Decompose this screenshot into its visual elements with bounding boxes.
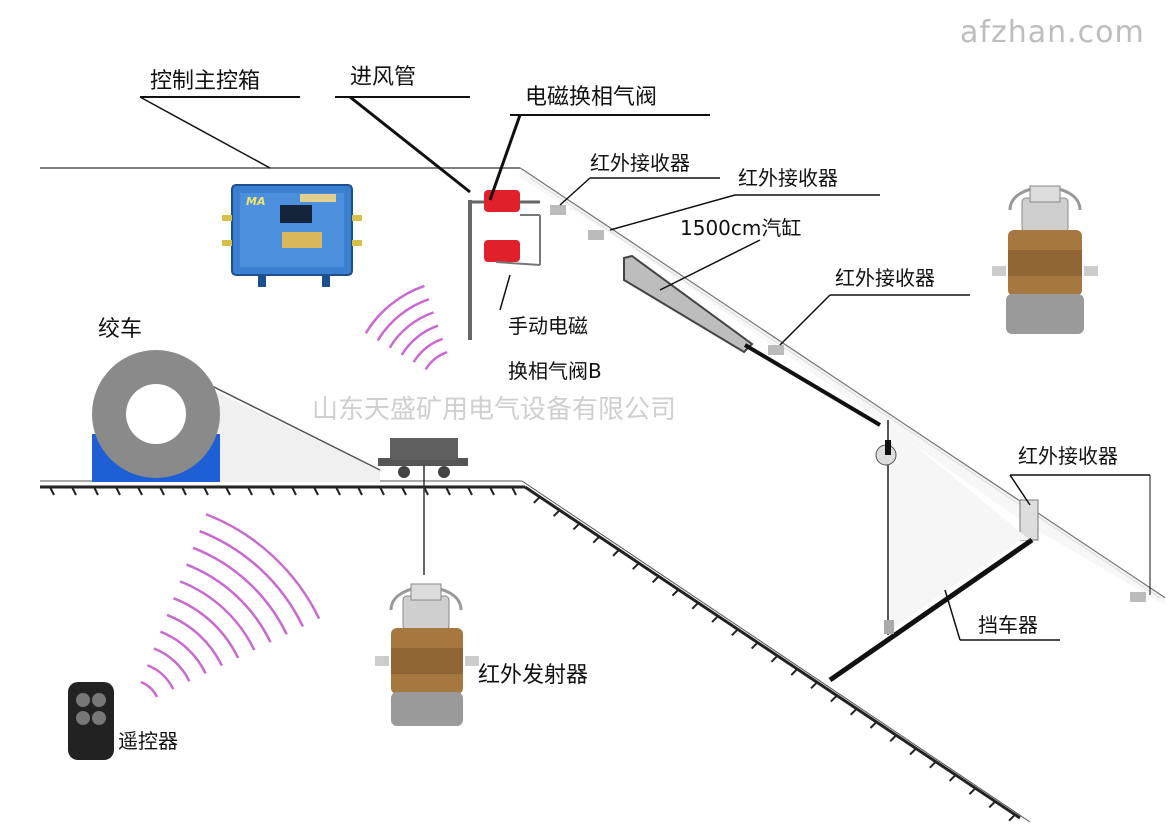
- rail-sleeper: [489, 486, 495, 496]
- rail-sleeper: [115, 486, 121, 496]
- site-watermark: afzhan.com: [960, 15, 1145, 50]
- rail-sleeper: [159, 486, 165, 496]
- ground-rail: [40, 480, 1031, 823]
- rail-sleeper: [1008, 813, 1016, 822]
- rail-sleeper: [93, 486, 99, 496]
- lower-signal-waves: [140, 513, 321, 698]
- label-winch: 绞车: [98, 317, 142, 342]
- remote-control: [68, 682, 114, 760]
- signal-arc: [400, 324, 439, 356]
- rail-sleeper: [651, 575, 660, 584]
- signal-arc: [179, 580, 256, 651]
- signal-arc: [166, 613, 223, 667]
- signal-arc: [159, 630, 207, 675]
- rail-sleeper: [247, 486, 253, 496]
- rail-sleeper: [313, 486, 319, 496]
- rail-sleeper: [511, 486, 517, 496]
- rail-sleeper: [379, 486, 385, 496]
- rail-sleeper: [401, 486, 407, 496]
- rail-sleeper: [335, 486, 341, 496]
- rail-sleeper: [357, 486, 363, 496]
- rail-sleeper: [691, 602, 699, 610]
- leader-lines: [139, 95, 1151, 641]
- rail-sleeper: [830, 694, 838, 703]
- ir-receiver-device: [992, 185, 1098, 334]
- label-ir-emitter: 红外发射器: [478, 663, 588, 688]
- car-stopper: [828, 420, 1034, 683]
- rail-sleeper: [572, 522, 581, 531]
- rail-sleeper: [790, 668, 798, 676]
- rail-sleeper: [671, 588, 680, 597]
- signal-arc: [199, 529, 305, 628]
- air-cylinder: [623, 254, 882, 427]
- rail-sleepers: [49, 486, 1016, 822]
- label-car-stopper: 挡车器: [978, 613, 1038, 637]
- rail-sleeper: [71, 486, 77, 496]
- upper-signal-waves: [364, 284, 448, 371]
- label-ir-receiver-1: 红外接收器: [590, 151, 690, 175]
- rail-sleeper: [552, 509, 561, 517]
- rail-sleeper: [533, 496, 541, 504]
- signal-arc: [146, 664, 175, 690]
- rail-sleeper: [203, 486, 209, 496]
- rail-sleeper: [467, 486, 473, 496]
- rail-sleeper: [291, 486, 297, 496]
- label-main-control-box: 控制主控箱: [150, 69, 260, 94]
- rail-sleeper: [909, 747, 917, 756]
- rail-sleeper: [269, 486, 275, 496]
- label-ir-receiver-3: 红外接收器: [835, 266, 935, 290]
- rail-sleeper: [445, 486, 451, 496]
- signal-arc: [388, 311, 434, 349]
- signal-arc: [205, 513, 321, 620]
- ir-emitter-device: [375, 583, 479, 726]
- label-cylinder: 1500cm汽缸: [680, 216, 801, 240]
- signal-arc: [192, 546, 288, 635]
- rail-sleeper: [711, 615, 719, 623]
- rail-sleeper: [181, 486, 187, 496]
- signal-arc: [412, 337, 443, 363]
- label-em-valve: 电磁换相气阀: [525, 85, 657, 110]
- control-box: MA: [222, 184, 362, 287]
- valve-assembly: [468, 190, 541, 340]
- signal-arc: [376, 297, 430, 342]
- rail-sleeper: [929, 761, 937, 769]
- signal-arc: [173, 596, 240, 659]
- rail-sleeper: [632, 562, 640, 570]
- rail-sleeper: [869, 721, 878, 729]
- signal-arc: [186, 563, 272, 643]
- rail-sleeper: [612, 549, 620, 557]
- signal-arc: [424, 350, 448, 371]
- signal-arc: [140, 680, 159, 698]
- rail-sleeper: [592, 535, 600, 544]
- rail-sleeper: [731, 628, 739, 637]
- label-manual-valve-1: 手动电磁: [508, 314, 588, 338]
- rail-sleeper: [225, 486, 231, 496]
- rail-sleeper: [849, 708, 858, 716]
- rail-sleeper: [889, 734, 897, 742]
- mine-car: [378, 438, 468, 575]
- box-badge: MA: [246, 195, 265, 208]
- signal-arc: [153, 647, 191, 682]
- rail-sleeper: [137, 486, 143, 496]
- label-remote: 遥控器: [118, 729, 178, 753]
- rail-sleeper: [988, 800, 996, 809]
- signal-arc: [364, 284, 425, 334]
- rail-sleeper: [49, 486, 55, 496]
- label-ir-receiver-4: 红外接收器: [1018, 444, 1118, 468]
- rail-sleeper: [770, 655, 779, 663]
- winch: [92, 350, 381, 482]
- rail-sleeper: [968, 787, 977, 795]
- rail-sleeper: [810, 681, 818, 689]
- label-air-inlet: 进风管: [350, 65, 416, 90]
- label-ir-receiver-2: 红外接收器: [738, 166, 838, 190]
- rail-sleeper: [948, 774, 957, 782]
- label-manual-valve-2: 换相气阀B: [508, 359, 602, 383]
- receiver-markers: [550, 205, 1146, 602]
- rail-sleeper: [750, 641, 759, 650]
- company-watermark: 山东天盛矿用电气设备有限公司: [312, 395, 676, 425]
